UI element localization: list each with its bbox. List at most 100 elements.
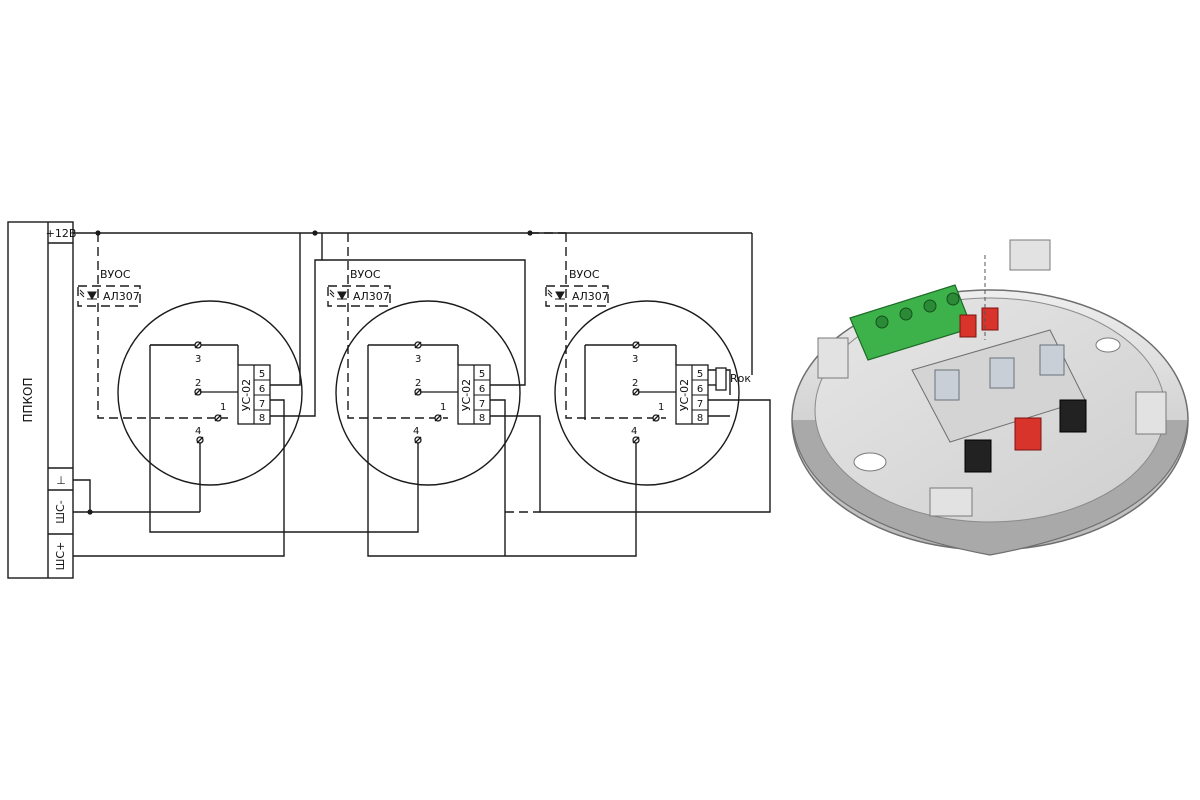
- det2-contacts: [414, 341, 458, 444]
- det2-led-label: АЛ307: [353, 290, 390, 303]
- junction: [527, 230, 533, 236]
- det1-led-label: АЛ307: [103, 290, 140, 303]
- red-clip: [981, 307, 999, 331]
- det3-vuos-label: ВУОС: [569, 268, 600, 281]
- led-dashed-feeds: [77, 232, 666, 513]
- red-clip: [959, 314, 977, 338]
- det2-pin-8: 8: [479, 413, 485, 424]
- contact-slash: [194, 341, 202, 349]
- det3-led-label: АЛ307: [572, 290, 609, 303]
- det1-led-feed: [97, 233, 228, 419]
- wires: [73, 232, 771, 557]
- contact-slash: [632, 341, 640, 349]
- terminal-screw: [899, 307, 913, 321]
- det2-pin-7: 7: [479, 399, 485, 410]
- contact-slash: [652, 414, 660, 422]
- det1-contact-4: 4: [195, 426, 201, 437]
- det3-contact-1: 1: [658, 402, 664, 413]
- junction: [95, 230, 101, 236]
- terminal-ground: ⊥: [56, 474, 66, 487]
- det2-pin6-supply: [322, 259, 526, 386]
- panel-body: [7, 221, 74, 579]
- mounting-hole: [853, 452, 887, 472]
- det2-contact-3: 3: [415, 354, 421, 365]
- det2-pin-6: 6: [479, 384, 485, 395]
- detector-2: 5 6 7 8 УС-02 ВУОС АЛ307 3 2 1 4: [329, 268, 521, 486]
- latch-tab: [1009, 239, 1051, 271]
- contact-slash: [194, 388, 202, 396]
- end-of-line-resistor-icon: [715, 367, 727, 391]
- det3-detector-circle: [554, 300, 740, 486]
- terminal-loop-minus: ШС-: [54, 500, 67, 523]
- contact-slash: [414, 436, 422, 444]
- contact-slash: [434, 414, 442, 422]
- det1-vuos-label: ВУОС: [100, 268, 131, 281]
- led-icon: [329, 289, 347, 301]
- led-ray: [547, 289, 553, 295]
- terminal-plus-12v: +12В: [46, 227, 77, 240]
- terminal-screw: [875, 315, 889, 329]
- led-ray: [329, 289, 335, 295]
- det1-base-label: УС-02: [240, 379, 253, 411]
- det1-contact-1: 1: [220, 402, 226, 413]
- white-clip: [1039, 344, 1065, 376]
- det1-pin-5: 5: [259, 369, 265, 380]
- det2-led-feed: [347, 233, 448, 419]
- black-clip: [1059, 399, 1087, 433]
- det2-base-label: УС-02: [460, 379, 473, 411]
- mounting-hole: [1095, 337, 1121, 353]
- white-clip: [989, 357, 1015, 389]
- det1-pin-8: 8: [259, 413, 265, 424]
- det2-vuos-box: [327, 285, 391, 307]
- black-clip: [964, 439, 992, 473]
- det3-contact-2: 2: [632, 378, 638, 389]
- det3-contacts: [632, 341, 676, 444]
- det3-pin-6: 6: [697, 384, 703, 395]
- det1-pin-7: 7: [259, 399, 265, 410]
- led-ray: [547, 292, 553, 298]
- contact-slash: [214, 414, 222, 422]
- contact-slash: [414, 341, 422, 349]
- det1-contact-2: 2: [195, 378, 201, 389]
- det3-led-feed: [565, 233, 666, 419]
- det3-loop-return: [490, 399, 771, 513]
- led-ray: [79, 292, 85, 298]
- det1-pin8: [270, 233, 323, 417]
- junction-dots: [87, 230, 533, 515]
- det2-vuos-label: ВУОС: [350, 268, 381, 281]
- det3-vuos-box: [545, 285, 609, 307]
- det1-contact-3: 3: [195, 354, 201, 365]
- det1-detector-circle: [117, 300, 303, 486]
- latch-tab: [929, 487, 973, 517]
- det2-pin7: [490, 399, 506, 556]
- resistor-label: Rок: [730, 372, 751, 385]
- led-ray: [329, 292, 335, 298]
- junction: [312, 230, 318, 236]
- det1-pin6-supply: [270, 233, 301, 386]
- det3-pin-5: 5: [697, 369, 703, 380]
- det3-contact-3: 3: [632, 354, 638, 365]
- led-ray: [79, 289, 85, 295]
- det1-pin-6: 6: [259, 384, 265, 395]
- terminal-screw: [946, 292, 960, 306]
- contact-slash: [414, 388, 422, 396]
- contact-assembly: [911, 255, 1087, 473]
- contact-slash: [632, 388, 640, 396]
- det3-base-label: УС-02: [678, 379, 691, 411]
- terminal-screw: [923, 299, 937, 313]
- latch-tab: [817, 337, 849, 379]
- contact-slash: [632, 436, 640, 444]
- det2-contact-2: 2: [415, 378, 421, 389]
- detector-base-illustration: [791, 239, 1189, 556]
- det3-resistor-lead: [708, 369, 731, 395]
- loop-plus-wire: [73, 399, 285, 557]
- det3-pin-7: 7: [697, 399, 703, 410]
- red-clip: [1014, 417, 1042, 451]
- terminal-loop-plus: ШС+: [54, 542, 67, 571]
- det2-detector-circle: [335, 300, 521, 486]
- panel-name: ППКОП: [21, 377, 35, 422]
- det2-contact-1: 1: [440, 402, 446, 413]
- det1-vuos-box: [77, 285, 141, 307]
- detector-1: 5 6 7 8 УС-02 ВУОС АЛ307 3 2 1 4: [79, 268, 303, 486]
